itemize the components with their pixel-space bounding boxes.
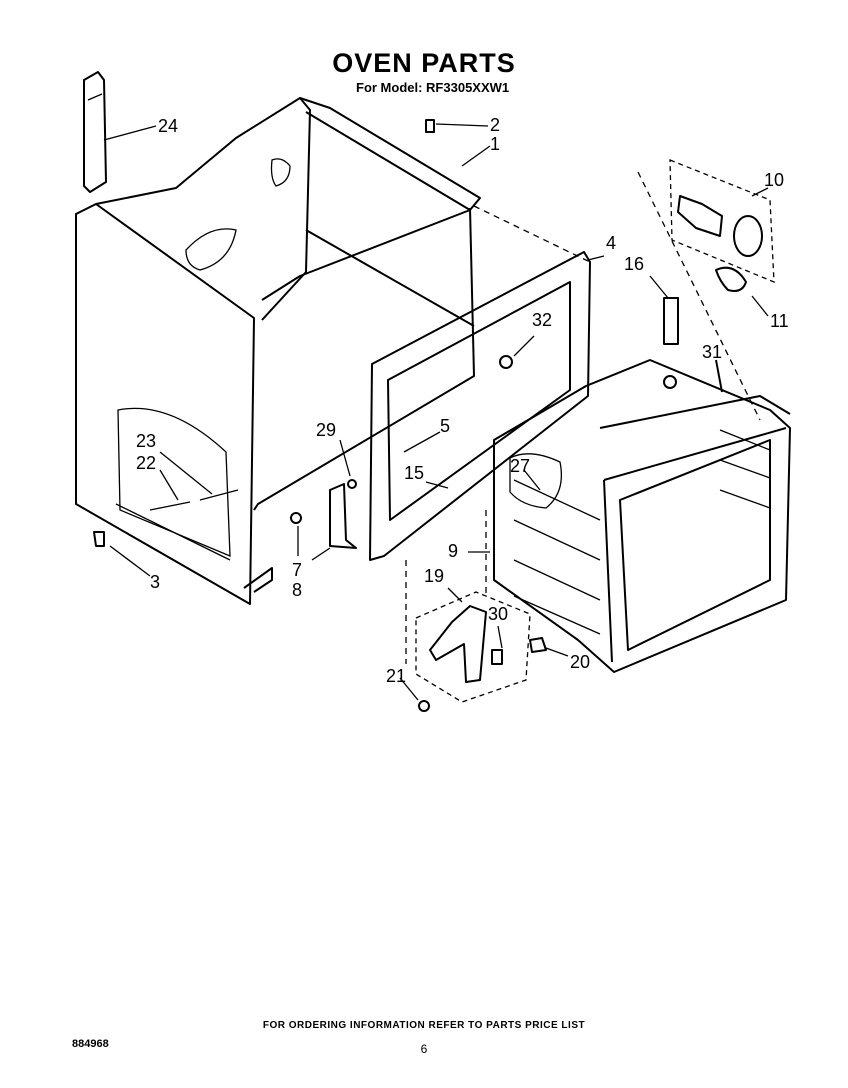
part-3-foot xyxy=(93,531,105,547)
part-label-20: 20 xyxy=(570,652,590,672)
doc-number: 884968 xyxy=(72,1038,109,1050)
part-32-grommet xyxy=(499,355,513,369)
part-label-3: 3 xyxy=(150,572,160,592)
part-label-30: 30 xyxy=(488,604,508,624)
oven-cabinet xyxy=(75,97,481,605)
ordering-note: FOR ORDERING INFORMATION REFER TO PARTS … xyxy=(262,1020,586,1031)
part-label-23: 23 xyxy=(136,431,156,451)
part-label-22: 22 xyxy=(136,453,156,473)
part-24-trim-strip xyxy=(83,71,107,193)
part-label-2: 2 xyxy=(490,115,500,135)
part-label-32: 32 xyxy=(532,310,552,330)
part-label-1: 1 xyxy=(490,134,500,154)
part-2-screw xyxy=(425,119,435,133)
part-label-5: 5 xyxy=(440,416,450,436)
part-label-16: 16 xyxy=(624,254,644,274)
part-label-21: 21 xyxy=(386,666,406,686)
model-subtitle: For Model: RF3305XXW1 xyxy=(356,80,510,95)
page-number: 6 xyxy=(420,1042,428,1056)
part-label-4: 4 xyxy=(606,233,616,253)
part-label-31: 31 xyxy=(702,342,722,362)
part-19-latch-assembly xyxy=(399,587,569,712)
part-8-bracket xyxy=(290,439,357,561)
part-label-11: 11 xyxy=(770,311,789,331)
part-31-rod xyxy=(715,359,723,393)
part-10-light-assembly xyxy=(669,159,775,317)
part-label-27: 27 xyxy=(510,456,530,476)
page-title: OVEN PARTS xyxy=(332,48,516,78)
part-label-10: 10 xyxy=(764,170,784,190)
part-16-igniter xyxy=(649,275,679,389)
part-label-8: 8 xyxy=(292,580,302,600)
part-label-19: 19 xyxy=(424,566,444,586)
part-9-oven-liner xyxy=(468,359,791,673)
part-4-front-frame xyxy=(369,251,605,561)
part-label-29: 29 xyxy=(316,420,336,440)
part-label-15: 15 xyxy=(404,463,424,483)
part-label-7: 7 xyxy=(292,560,302,580)
part-label-24: 24 xyxy=(158,116,178,136)
part-label-9: 9 xyxy=(448,541,458,561)
